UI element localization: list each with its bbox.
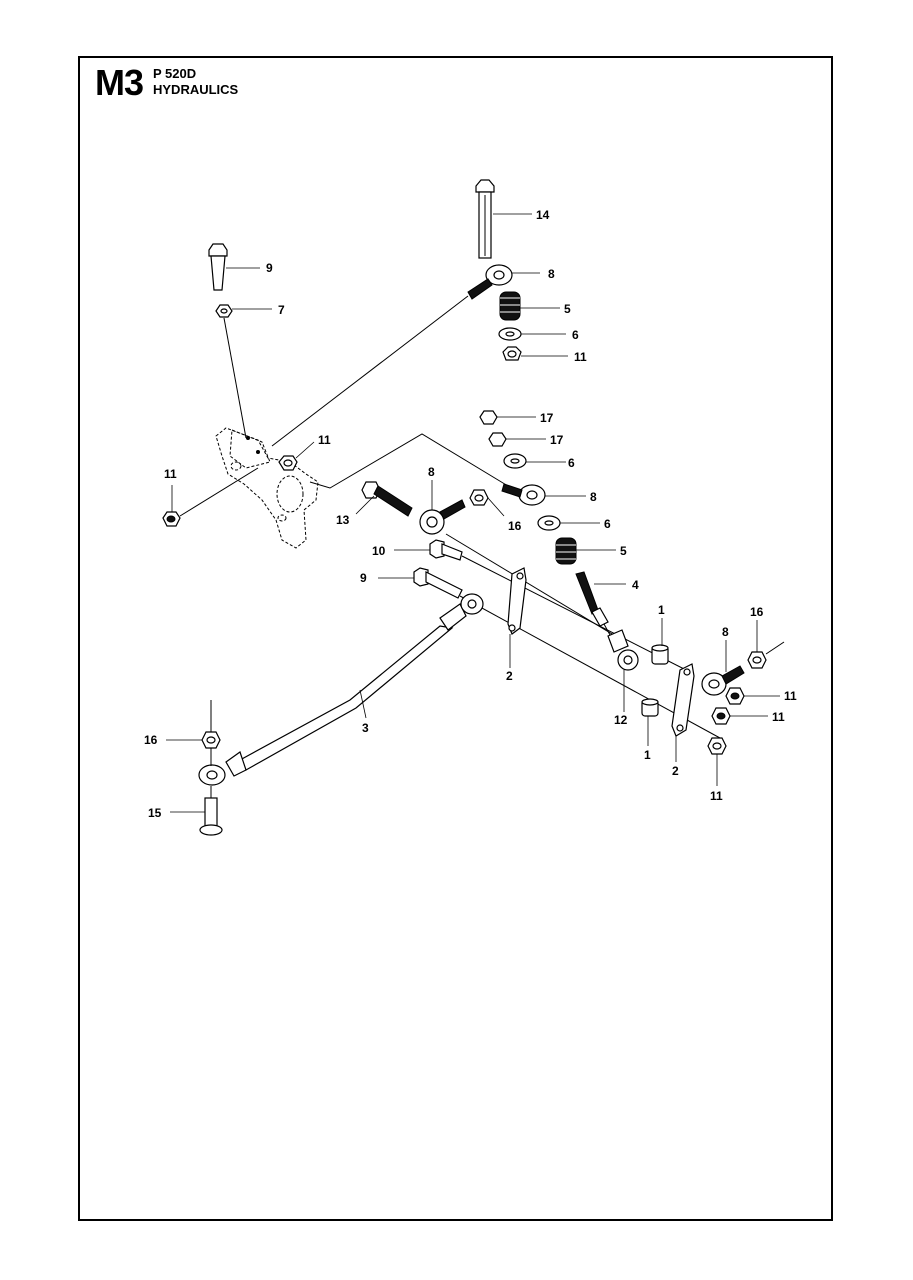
callout-4: 4 [632, 578, 639, 592]
callout-9-lower: 9 [360, 571, 367, 585]
callout-5-upper: 5 [564, 302, 571, 316]
part-2-plate-left [507, 567, 527, 635]
part-1-bushing-lower [641, 698, 659, 717]
callout-9-upper: 9 [266, 261, 273, 275]
part-5-spring-mid [555, 537, 577, 565]
part-9-bolt-lower [413, 567, 463, 599]
part-15-bolt [199, 786, 223, 836]
callout-5-mid: 5 [620, 544, 627, 558]
callout-3: 3 [362, 721, 369, 735]
callout-2-right: 2 [672, 764, 679, 778]
part-12-ball-joint [607, 629, 639, 671]
callout-13: 13 [336, 513, 350, 527]
part-8-rod-end-upper [467, 264, 513, 300]
part-14-bolt [475, 179, 495, 259]
part-11-nut-right-c [707, 737, 727, 755]
callout-11-right-c: 11 [710, 789, 723, 803]
callout-14: 14 [536, 208, 550, 222]
part-7-nut [215, 304, 233, 318]
part-6-washer-mid [503, 453, 527, 469]
callout-11-left: 11 [164, 467, 177, 481]
part-4-threaded-rod [575, 571, 617, 647]
part-6-washer-upper [498, 327, 522, 341]
callout-8-mid: 8 [590, 490, 597, 504]
part-8-rod-end-right [701, 665, 745, 696]
callout-16-right: 16 [750, 605, 764, 619]
upper-rod-assembly [271, 179, 522, 447]
callout-16-left: 16 [144, 733, 158, 747]
part-6-washer-mid-lower [537, 515, 561, 531]
part-16-nut-mid [469, 489, 489, 506]
leader-lines [166, 213, 780, 813]
left-bracket-assembly [162, 243, 509, 549]
part-2-plate-right [671, 663, 695, 737]
part-13-bolt [361, 481, 413, 517]
callout-11-right-a: 11 [784, 689, 797, 703]
part-16-nut-right [747, 641, 785, 669]
callout-16-mid: 16 [508, 519, 522, 533]
part-5-spring-upper [499, 291, 521, 321]
part-11-nut-upper [502, 346, 522, 361]
part-17-nut-second [488, 432, 507, 447]
callout-7: 7 [278, 303, 285, 317]
lower-linkage-assembly [198, 481, 785, 836]
callout-8-left: 8 [428, 465, 435, 479]
part-11-nut-right-a [725, 687, 745, 705]
callout-6-mid: 6 [568, 456, 575, 470]
callout-8-upper: 8 [548, 267, 555, 281]
part-16-nut-left [201, 700, 221, 766]
callout-17-top: 17 [540, 411, 554, 425]
callout-6-upper: 6 [572, 328, 579, 342]
callout-15: 15 [148, 806, 162, 820]
part-3-tie-rod [198, 593, 484, 786]
part-1-bushing-upper [651, 644, 669, 665]
part-10-bolt [429, 539, 463, 561]
callout-17-second: 17 [550, 433, 564, 447]
section-title: HYDRAULICS [153, 82, 239, 97]
section-code: M3 [95, 62, 144, 103]
callout-12: 12 [614, 713, 628, 727]
callout-11-bracket: 11 [318, 433, 331, 447]
part-9-bolt-upper [208, 243, 228, 291]
callout-labels: 14 8 5 6 11 9 7 11 11 17 17 6 8 8 6 16 1… [144, 208, 797, 820]
callout-11-upper: 11 [574, 350, 587, 364]
part-17-nut-top [479, 410, 498, 425]
callout-11-right-b: 11 [772, 710, 785, 724]
part-8-rod-end-left [419, 499, 466, 535]
dashed-bracket [215, 427, 319, 549]
callout-1-lower: 1 [644, 748, 651, 762]
part-11-nut-left [162, 511, 181, 527]
model-name: P 520D [153, 66, 197, 81]
middle-rod-assembly [469, 410, 617, 647]
page-frame [78, 56, 833, 1221]
part-8-rod-end-mid [501, 483, 546, 506]
part-11-nut-right-b [711, 707, 731, 725]
callout-8-right: 8 [722, 625, 729, 639]
callout-10: 10 [372, 544, 386, 558]
callout-1-upper: 1 [658, 603, 665, 617]
part-11-nut-bracket [278, 455, 298, 471]
callout-2-left: 2 [506, 669, 513, 683]
callout-6-mid-lower: 6 [604, 517, 611, 531]
